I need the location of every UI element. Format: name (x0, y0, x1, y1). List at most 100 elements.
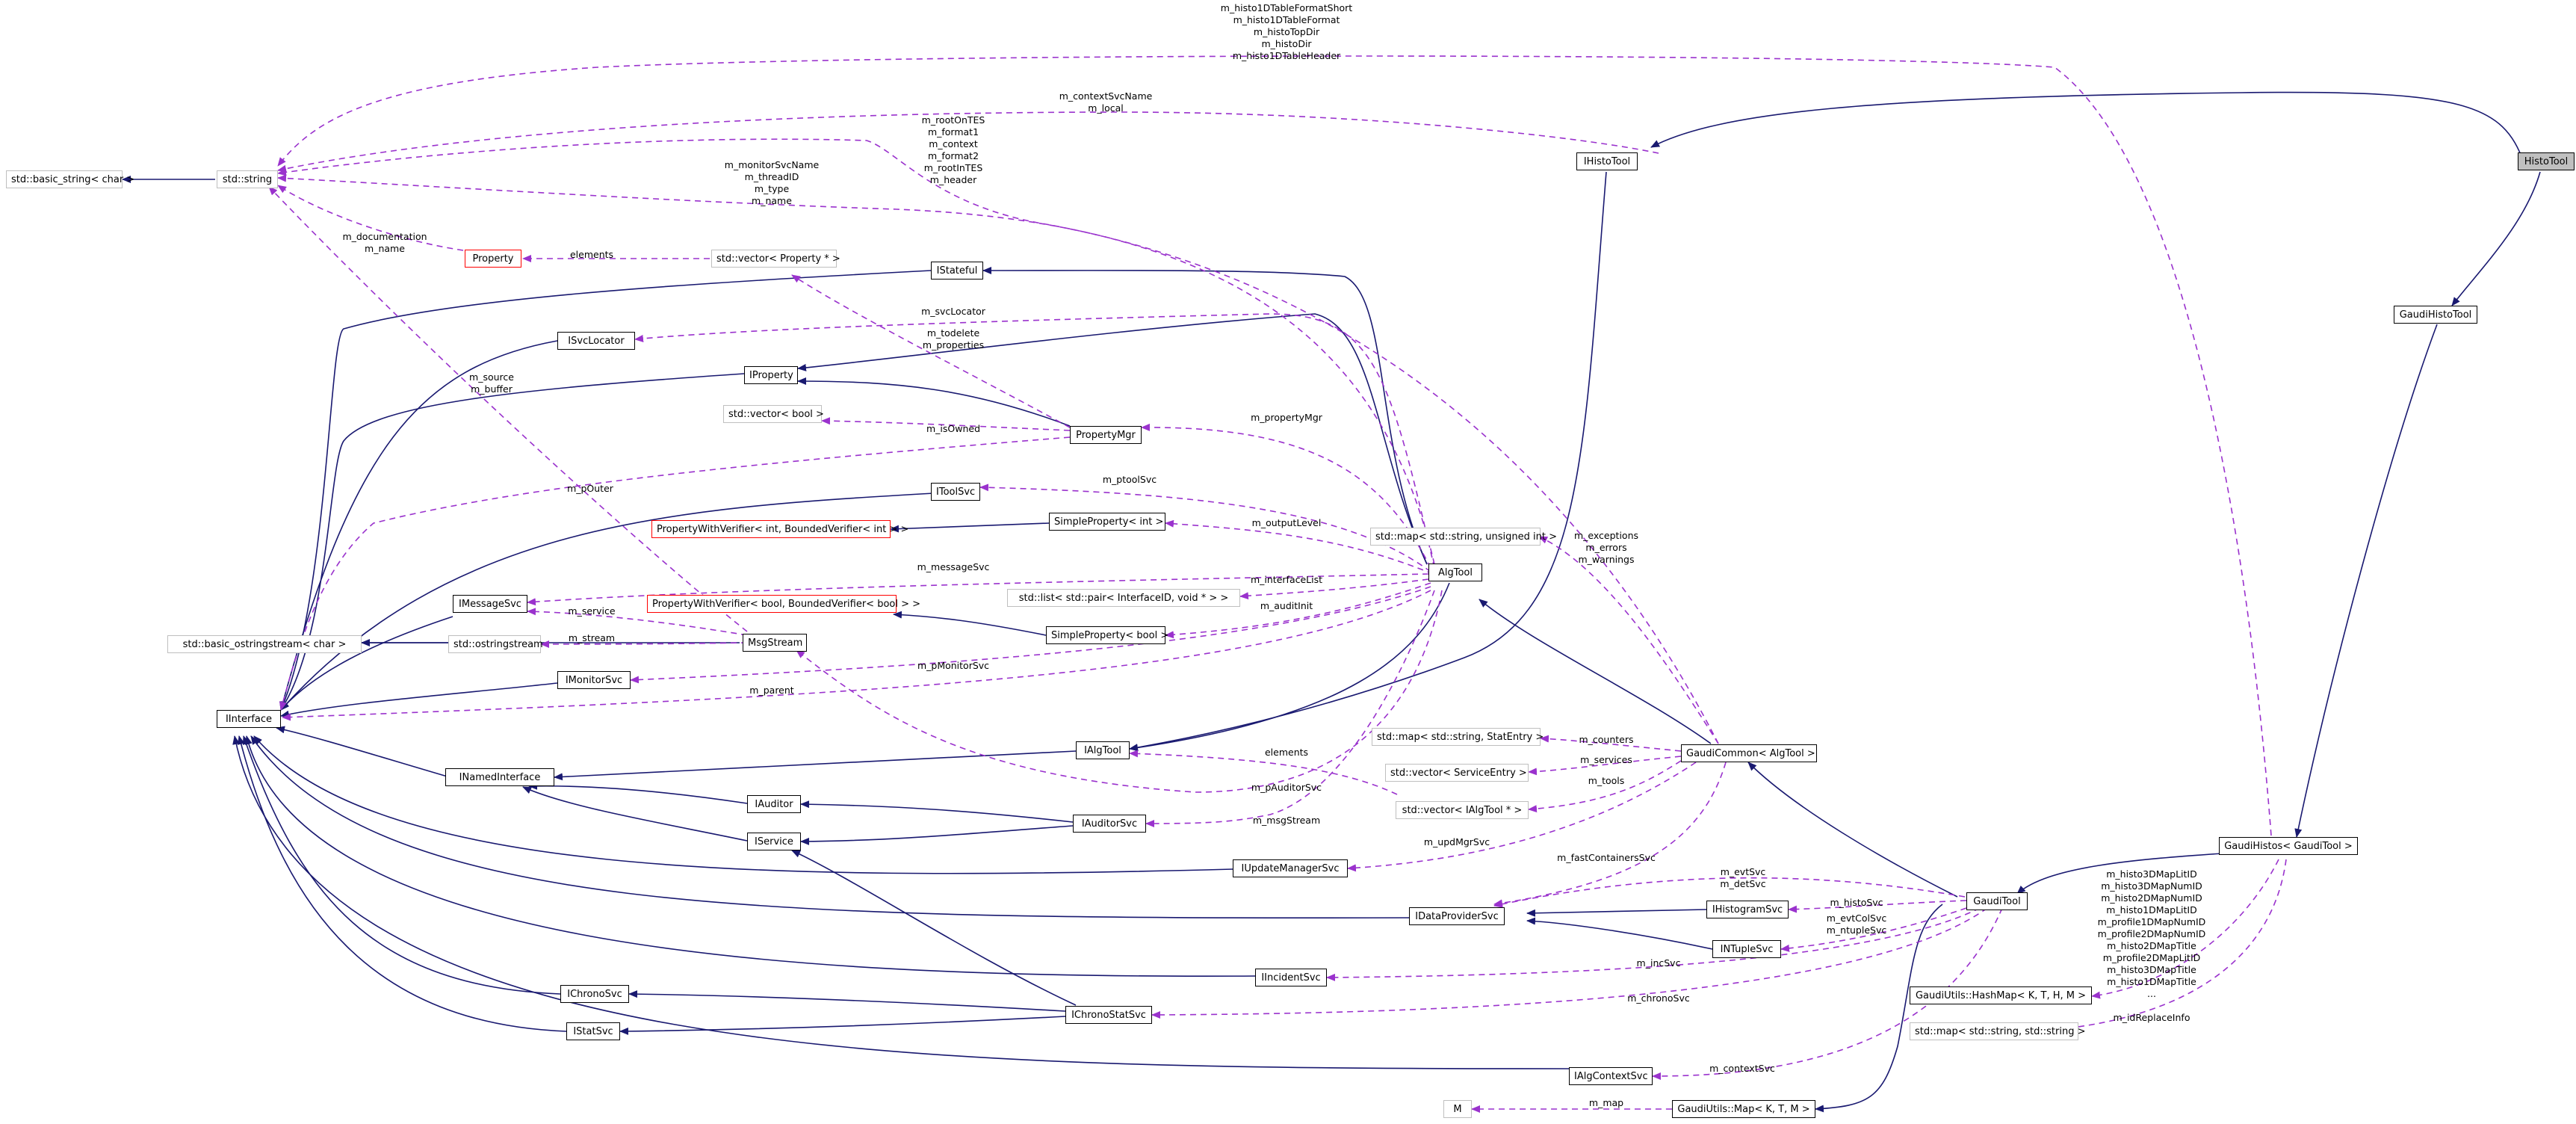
edge-isvclocator-iinterface (279, 340, 558, 711)
node-iauditorsvc[interactable]: IAuditorSvc (1073, 815, 1146, 833)
edge-iauditorsvc-iauditor (800, 800, 1074, 823)
node-ialgtool[interactable]: IAlgTool (1076, 741, 1130, 759)
node-ialgcontextsvc[interactable]: IAlgContextSvc (1569, 1067, 1653, 1085)
node-iinterface[interactable]: IInterface (217, 710, 281, 728)
node-m[interactable]: M (1443, 1100, 1472, 1118)
node-hashmap[interactable]: GaudiUtils::HashMap< K, T, H, M > (1910, 986, 2092, 1004)
edge-label: m_chronoSvc (1627, 992, 1690, 1004)
edge-label: m_profile2DMapNumID (2098, 928, 2206, 939)
node-vector-property[interactable]: std::vector< Property * > (711, 250, 840, 268)
node-vector-ialgtool[interactable]: std::vector< IAlgTool * > (1396, 801, 1529, 819)
edge-label: m_auditInit (1260, 600, 1313, 611)
use-gaudicommon-map-uint (1538, 536, 1719, 744)
use-gauditool-iincidentsvc (1326, 907, 1981, 981)
edge-label: m_profile2DMapLitID (2103, 952, 2201, 963)
node-gaudiutils-map[interactable]: GaudiUtils::Map< K, T, M > (1672, 1100, 1815, 1118)
node-histotool: HistoTool (2518, 152, 2575, 170)
node-map-string-string[interactable]: std::map< std::string, std::string > (1910, 1022, 2085, 1040)
edge-label: m_warnings (1579, 554, 1635, 565)
edge-simpleprop-int (890, 522, 1050, 533)
use-algtool-simpleprop-bool (1165, 582, 1431, 639)
edge-label: m_map (1589, 1097, 1623, 1108)
node-vector-serviceentry[interactable]: std::vector< ServiceEntry > (1385, 764, 1529, 782)
edge-algtool-ialgtool (1129, 582, 1450, 752)
edge-label: m_rootOnTES (922, 114, 985, 126)
use-gaudicommon-iupdatemgr (1347, 762, 1697, 872)
node-gaudihistos[interactable]: GaudiHistos< GaudiTool > (2219, 837, 2358, 855)
inheritance-edges (122, 91, 2541, 1113)
edge-label: elements (570, 249, 613, 260)
node-istatsvc[interactable]: IStatSvc (566, 1022, 620, 1040)
edge-iauditor-inamed (528, 782, 748, 804)
node-algtool[interactable]: AlgTool (1428, 563, 1482, 581)
edge-label: m_format2 (928, 150, 979, 161)
use-gauditool-ichronostatsvc (1151, 907, 1988, 1019)
node-ostringstream[interactable]: std::ostringstream (448, 635, 543, 653)
edge-label: m_histo3DMapNumID (2101, 880, 2202, 892)
node-gaudicommon[interactable]: GaudiCommon< AlgTool > (1681, 744, 1817, 762)
node-simpleproperty-bool[interactable]: SimpleProperty< bool > (1046, 626, 1168, 644)
edge-label: ... (2147, 988, 2156, 999)
node-std-string[interactable]: std::string (217, 170, 278, 188)
node-vector-bool[interactable]: std::vector< bool > (723, 405, 824, 423)
node-iincidentsvc[interactable]: IIncidentSvc (1255, 969, 1327, 986)
edge-label: m_buffer (471, 383, 513, 395)
edge-label: m_stream (569, 632, 615, 643)
edge-label: m_name (365, 243, 405, 254)
node-itoolsvc[interactable]: IToolSvc (931, 483, 980, 501)
node-imessagesvc[interactable]: IMessageSvc (453, 595, 527, 613)
node-basic-string[interactable]: std::basic_string< char > (6, 170, 134, 188)
edge-imonitorsvc-iinterface (280, 682, 558, 718)
node-gauditool[interactable]: GaudiTool (1966, 892, 2028, 910)
node-gaudihistotool[interactable]: GaudiHistoTool (2394, 306, 2477, 324)
edge-ialgtool-inamed (554, 750, 1077, 781)
node-ihistogramsvc[interactable]: IHistogramSvc (1706, 901, 1789, 918)
edge-label: m_rootInTES (924, 162, 983, 173)
edge-label: m_propertyMgr (1251, 412, 1323, 423)
edge-label: m_threadID (745, 171, 799, 182)
use-property-string (277, 185, 464, 251)
node-ihistotool[interactable]: IHistoTool (1576, 152, 1638, 170)
node-iupdatemanagersvc[interactable]: IUpdateManagerSvc (1233, 859, 1348, 877)
use-gaudihistos-map-string (2031, 859, 2287, 1035)
usage-edges (268, 55, 2287, 1113)
node-isvclocator[interactable]: ISvcLocator (557, 332, 635, 350)
edge-label: m_updMgrSvc (1424, 836, 1490, 847)
edge-label: m_documentation (342, 231, 427, 242)
node-propertymgr[interactable]: PropertyMgr (1070, 426, 1142, 444)
node-msgstream[interactable]: MsgStream (743, 634, 807, 652)
node-map-statentry[interactable]: std::map< std::string, StatEntry > (1372, 728, 1544, 746)
use-gaudicommon-vector-service (1528, 756, 1682, 776)
node-ichronostatsvc[interactable]: IChronoStatSvc (1065, 1006, 1152, 1024)
node-ichronosvc[interactable]: IChronoSvc (560, 985, 629, 1003)
node-iservice[interactable]: IService (747, 833, 801, 850)
use-msgstream-string (268, 186, 748, 632)
edge-istateful-iinterface (280, 270, 932, 711)
node-idataprovidersvc[interactable]: IDataProviderSvc (1409, 907, 1505, 925)
edge-label: m_histoDir (1261, 38, 1312, 49)
node-pwv-int[interactable]: PropertyWithVerifier< int, BoundedVerifi… (651, 520, 908, 538)
node-istateful[interactable]: IStateful (931, 262, 983, 280)
node-list-pair[interactable]: std::list< std::pair< InterfaceID, void … (1007, 589, 1240, 607)
node-intuplesvc[interactable]: INTupleSvc (1712, 940, 1781, 958)
node-property[interactable]: Property (465, 250, 521, 268)
edge-label: m_parent (749, 685, 793, 696)
edge-ichronostatsvc-ichronosvc (628, 990, 1066, 1012)
node-simpleproperty-int[interactable]: SimpleProperty< int > (1049, 513, 1165, 531)
use-algtool-imessagesvc (527, 573, 1429, 606)
node-pwv-bool[interactable]: PropertyWithVerifier< bool, BoundedVerif… (647, 595, 920, 613)
node-iproperty[interactable]: IProperty (744, 366, 798, 384)
edge-label: m_monitorSvcName (725, 159, 820, 170)
edge-gauditool-gaudicommon (1747, 762, 1958, 898)
node-basic-ostringstream[interactable]: std::basic_ostringstream< char > (167, 635, 362, 653)
edge-label: m_exceptions (1574, 530, 1638, 541)
edge-label: m_interfaceList (1251, 574, 1322, 585)
node-iauditor[interactable]: IAuditor (747, 795, 801, 813)
edge-label: m_histo3DMapLitID (2106, 868, 2197, 880)
edge-label: m_histo1DTableFormatShort (1221, 2, 1352, 13)
node-inamedinterface[interactable]: INamedInterface (445, 768, 554, 786)
edge-label: m_source (469, 371, 514, 383)
node-map-string-uint[interactable]: std::map< std::string, unsigned int > (1370, 528, 1557, 546)
node-imonitorsvc[interactable]: IMonitorSvc (557, 671, 631, 689)
